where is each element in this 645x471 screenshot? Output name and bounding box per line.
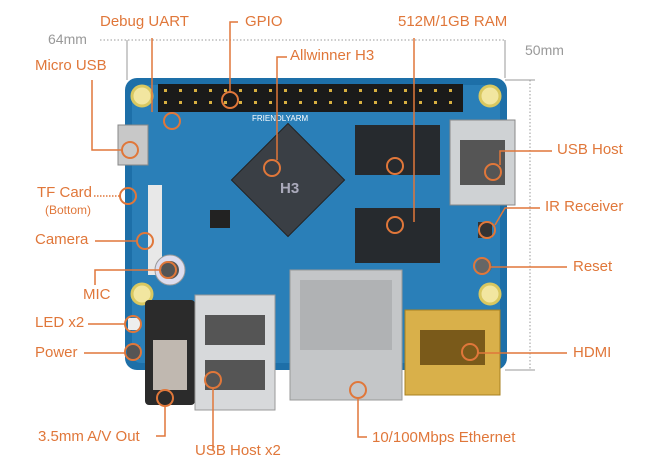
soc-label: H3 bbox=[280, 180, 299, 197]
header-pin bbox=[284, 89, 287, 92]
label-power: Power bbox=[35, 344, 78, 361]
header-pin bbox=[374, 89, 377, 92]
header-pin bbox=[434, 89, 437, 92]
header-pin bbox=[434, 101, 437, 104]
ir-receiver-component bbox=[478, 222, 492, 238]
label-tf-card: TF Card bbox=[37, 184, 93, 201]
ram-chip-2 bbox=[355, 208, 440, 263]
label-usb-host: USB Host bbox=[557, 141, 623, 158]
header-pin bbox=[329, 89, 332, 92]
soc-chip bbox=[230, 122, 346, 238]
led bbox=[128, 318, 140, 330]
header-pin bbox=[194, 89, 197, 92]
label-av-out: 3.5mm A/V Out bbox=[38, 428, 140, 445]
label-gpio: GPIO bbox=[245, 13, 283, 30]
label-camera: Camera bbox=[35, 231, 89, 248]
label-micro-usb: Micro USB bbox=[35, 57, 107, 74]
label-ram: 512M/1GB RAM bbox=[398, 13, 508, 30]
power-button bbox=[127, 345, 140, 359]
header-pin bbox=[389, 89, 392, 92]
label-ethernet: 10/100Mbps Ethernet bbox=[372, 429, 516, 446]
label-mic: MIC bbox=[83, 286, 111, 303]
header-pin bbox=[269, 89, 272, 92]
header-pin bbox=[389, 101, 392, 104]
header-pin bbox=[209, 89, 212, 92]
label-led: LED x2 bbox=[35, 314, 85, 331]
header-pin bbox=[224, 89, 227, 92]
header-pin bbox=[284, 101, 287, 104]
header-pin bbox=[164, 101, 167, 104]
header-pin bbox=[374, 101, 377, 104]
header-pin bbox=[344, 89, 347, 92]
header-pin bbox=[359, 101, 362, 104]
header-pin bbox=[239, 89, 242, 92]
header-pin bbox=[299, 101, 302, 104]
header-pin bbox=[329, 101, 332, 104]
label-ir-receiver: IR Receiver bbox=[545, 198, 624, 215]
header-pin bbox=[404, 89, 407, 92]
label-debug-uart: Debug UART bbox=[100, 13, 189, 30]
mounting-holes bbox=[130, 84, 502, 306]
header-pin bbox=[344, 101, 347, 104]
header-pin bbox=[419, 89, 422, 92]
dimension-lines bbox=[100, 39, 535, 371]
header-pin bbox=[179, 101, 182, 104]
header-pin bbox=[314, 89, 317, 92]
header-pin bbox=[254, 101, 257, 104]
header-pin bbox=[194, 101, 197, 104]
label-reset: Reset bbox=[573, 258, 613, 275]
header-pin bbox=[359, 89, 362, 92]
ram-chip-1 bbox=[355, 125, 440, 175]
header-pin bbox=[314, 101, 317, 104]
label-usb-host-x2: USB Host x2 bbox=[195, 442, 281, 459]
label-hdmi: HDMI bbox=[573, 344, 612, 361]
header-pin bbox=[254, 89, 257, 92]
camera-connector bbox=[148, 185, 162, 275]
header-pin bbox=[449, 101, 452, 104]
header-pin bbox=[179, 89, 182, 92]
header-pin bbox=[449, 89, 452, 92]
callout-circles bbox=[119, 91, 502, 407]
leader-lines bbox=[84, 21, 567, 450]
header-pin bbox=[419, 101, 422, 104]
header-pin bbox=[224, 101, 227, 104]
ic bbox=[210, 210, 230, 228]
label-tf-card-note: (Bottom) bbox=[45, 203, 92, 217]
header-pin bbox=[269, 101, 272, 104]
header-pin bbox=[164, 89, 167, 92]
header-pin bbox=[239, 101, 242, 104]
usb-dual-port bbox=[194, 294, 276, 411]
height-dimension: 50mm bbox=[525, 42, 564, 58]
micro-usb-port bbox=[117, 124, 149, 166]
header-pin bbox=[404, 101, 407, 104]
width-dimension: 64mm bbox=[48, 31, 87, 47]
header-pin bbox=[209, 101, 212, 104]
label-allwinner: Allwinner H3 bbox=[290, 47, 375, 64]
gpio-header bbox=[158, 84, 463, 112]
brand-print: FRIENDLYARM bbox=[252, 114, 308, 123]
header-pin bbox=[299, 89, 302, 92]
